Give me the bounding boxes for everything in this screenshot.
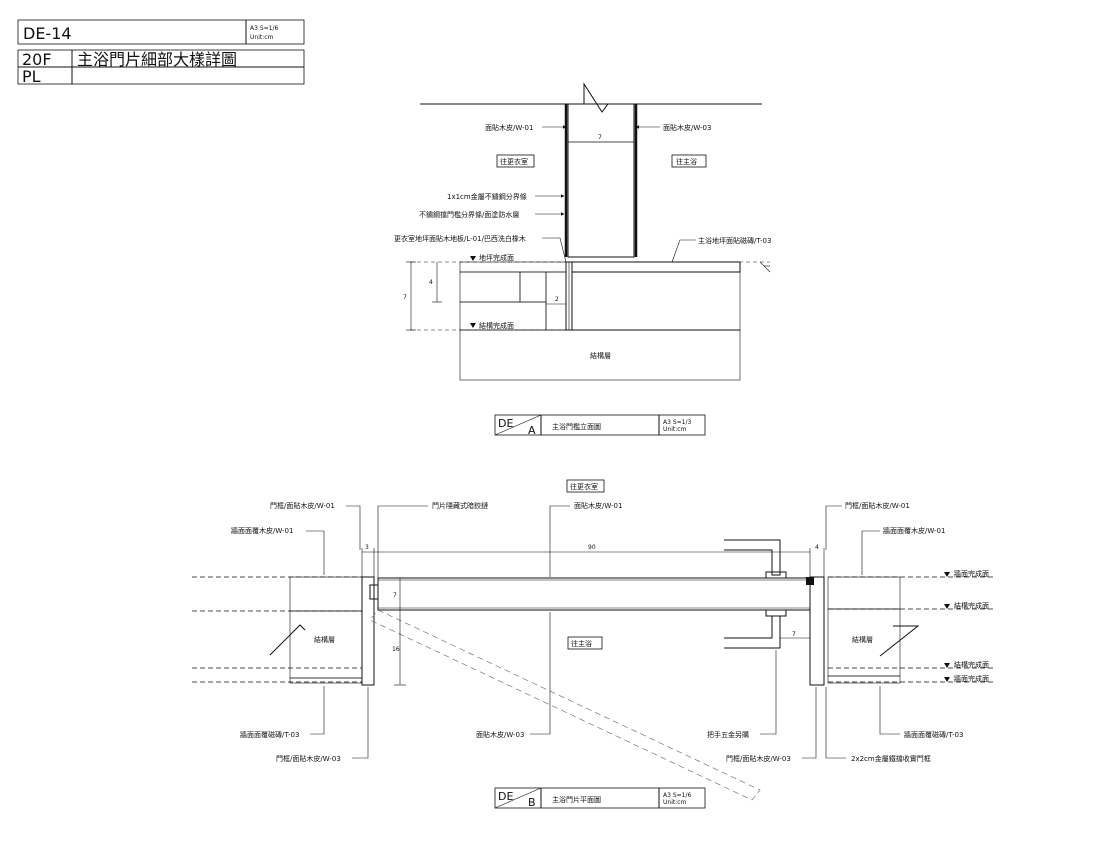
plan-wall-right-bottom: 牆面面覆磁磚/T-03 [904,730,963,739]
plan-handle-note: 把手五金另購 [707,730,749,739]
plan-dim-90: 90 [588,544,596,551]
plan-frame-right-top: 門框/面貼木皮/W-01 [845,501,910,510]
elev-struct-layer: 結構層 [590,351,611,360]
elev-room-left: 往更衣室 [500,157,528,166]
sheet-unit: Unit:cm [250,34,274,41]
plan-frame-left-top: 門框/面貼木皮/W-01 [270,501,335,510]
elev-dim-7: 7 [403,294,407,301]
plan-dim-7a: 7 [393,592,397,599]
plan-level-wall-1: 牆面完成面 [954,569,989,578]
plan-wall-left-bottom: 牆面面覆磁磚/T-03 [240,730,299,739]
plan-door-face-top: 面貼木皮/W-01 [574,501,622,510]
sheet-sub: PL [22,67,41,86]
elev-note-floor-right: 主浴地坪面貼磁磚/T-03 [698,236,771,245]
plan-level-struct-1: 結構完成面 [954,601,989,610]
title-block: DE-14 A3 S=1/6 Unit:cm 20F 主浴門片細部大樣詳圖 PL [17,19,305,86]
elev-dim-top: 7 [598,134,602,141]
plan-wall-left-top: 牆面面覆木皮/W-01 [231,526,293,535]
elev-label-unit: Unit:cm [663,426,687,433]
elev-dim-2: 2 [555,296,559,303]
plan-frame-right-bottom: 門框/面貼木皮/W-03 [726,754,791,763]
plan-dim-16: 16 [392,646,400,653]
plan-wall-right-top: 牆面面覆木皮/W-01 [883,526,945,535]
sheet-floor: 20F [22,50,52,69]
plan-dim-4: 4 [815,544,819,551]
elev-dim-4: 4 [429,279,433,286]
plan-room-mid: 往主浴 [571,639,592,648]
sheet-title: 主浴門片細部大樣詳圖 [77,50,237,69]
elev-struct-level: 結構完成面 [479,321,514,330]
elev-room-right: 往主浴 [676,157,697,166]
plan-label-scale: A3 S=1/6 [663,792,692,799]
plan-level-wall-2: 牆面完成面 [954,674,989,683]
elevation-drawing: 7 面貼木皮/W-01 面貼木皮/W-03 往更衣室 往主浴 1x1cm金屬不鏽… [394,82,771,437]
elev-label-mark: DE [498,417,513,430]
plan-room-top: 往更衣室 [570,482,598,491]
elev-note-strip: 1x1cm金屬不鏽鋼分界條 [447,192,527,201]
plan-struct-left: 結構層 [314,635,335,644]
plan-dim-7b: 7 [792,631,796,638]
plan-metal-strip: 2x2cm金屬鐵擋收實門框 [851,754,931,763]
elev-label-scale: A3 S=1/3 [663,419,692,426]
plan-frame-left-bottom: 門框/面貼木皮/W-03 [276,754,341,763]
plan-door-face-bottom: 面貼木皮/W-03 [476,730,524,739]
elev-finish-level: 地坪完成面 [479,253,514,262]
elev-note-threshold: 不鏽鋼擋門檻分界條/面塗防水層 [419,210,519,219]
sheet-scale: A3 S=1/6 [250,25,279,32]
sheet-code: DE-14 [23,24,72,43]
elev-label-title: 主浴門檻立面圖 [552,422,601,431]
elev-left-top-note: 面貼木皮/W-01 [485,123,533,132]
elev-note-floor-left: 更衣室地坪面貼木地板/L-01/巴西洗白橡木 [394,234,526,243]
plan-label-title: 主浴門片平面圖 [552,795,601,804]
plan-dim-3: 3 [365,544,369,551]
plan-level-struct-2: 結構完成面 [954,660,989,669]
elev-right-top-note: 面貼木皮/W-03 [663,123,711,132]
plan-label-mark: DE [498,790,513,803]
elev-label-letter: A [528,424,536,437]
plan-struct-right: 結構層 [852,635,873,644]
plan-hinge: 門片隱藏式暗鉸鏈 [432,501,488,510]
plan-drawing: 往更衣室 牆面完成面 結構完成面 結構完成面 牆面完成面 結構層 結構層 [192,479,995,809]
plan-label-letter: B [528,796,536,809]
plan-label-unit: Unit:cm [663,799,687,806]
